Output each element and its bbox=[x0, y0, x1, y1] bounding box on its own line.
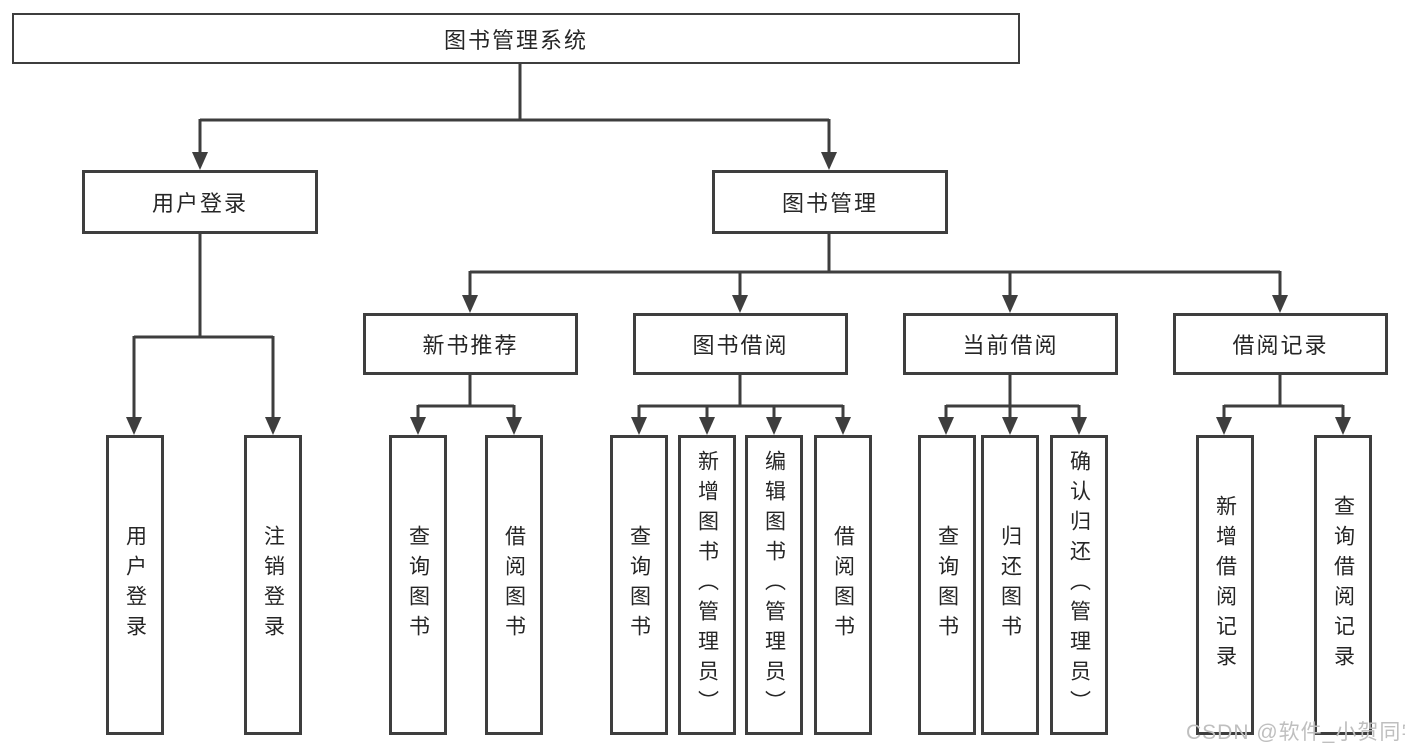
leaf-edit-books-admin: 编辑图书（管理员） bbox=[745, 435, 803, 735]
edge-user-login-to-leaves bbox=[126, 234, 281, 435]
arrowhead bbox=[410, 417, 426, 435]
arrowhead bbox=[631, 417, 647, 435]
arrowhead bbox=[766, 417, 782, 435]
node-borrow-records: 借阅记录 bbox=[1173, 313, 1388, 375]
node-root-system: 图书管理系统 bbox=[12, 13, 1020, 64]
node-current-borrow: 当前借阅 bbox=[903, 313, 1118, 375]
node-book-management: 图书管理 bbox=[712, 170, 948, 234]
leaf-query-books-newbook: 查询图书 bbox=[389, 435, 447, 735]
csdn-watermark: CSDN @软件_小贺同学 bbox=[1186, 721, 1405, 744]
arrowhead bbox=[1071, 417, 1087, 435]
arrowhead bbox=[126, 417, 142, 435]
arrowhead bbox=[192, 152, 208, 170]
edge-current-borrow-to-leaves bbox=[938, 375, 1087, 435]
arrowhead bbox=[1002, 295, 1018, 313]
arrowhead bbox=[265, 417, 281, 435]
arrowhead bbox=[506, 417, 522, 435]
leaf-query-borrow-record: 查询借阅记录 bbox=[1314, 435, 1372, 735]
leaf-add-borrow-record: 新增借阅记录 bbox=[1196, 435, 1254, 735]
arrowhead bbox=[1272, 295, 1288, 313]
node-new-book-recommend: 新书推荐 bbox=[363, 313, 578, 375]
arrowhead bbox=[732, 295, 748, 313]
leaf-user-login: 用户登录 bbox=[106, 435, 164, 735]
leaf-return-books: 归还图书 bbox=[981, 435, 1039, 735]
leaf-add-books-admin: 新增图书（管理员） bbox=[678, 435, 736, 735]
arrowhead bbox=[938, 417, 954, 435]
leaf-query-books-borrow: 查询图书 bbox=[610, 435, 668, 735]
leaf-borrow-books-newbook: 借阅图书 bbox=[485, 435, 543, 735]
arrowhead bbox=[699, 417, 715, 435]
edge-book-borrow-to-leaves bbox=[631, 375, 851, 435]
arrowhead bbox=[1335, 417, 1351, 435]
arrowhead bbox=[462, 295, 478, 313]
node-book-borrow: 图书借阅 bbox=[633, 313, 848, 375]
leaf-borrow-books: 借阅图书 bbox=[814, 435, 872, 735]
leaf-confirm-return-admin: 确认归还（管理员） bbox=[1050, 435, 1108, 735]
arrowhead bbox=[1002, 417, 1018, 435]
arrowhead bbox=[821, 152, 837, 170]
edge-root-to-level2 bbox=[192, 64, 837, 170]
node-user-login: 用户登录 bbox=[82, 170, 318, 234]
leaf-query-books-current: 查询图书 bbox=[918, 435, 976, 735]
edge-book-management-to-level3 bbox=[462, 234, 1288, 313]
leaf-logout: 注销登录 bbox=[244, 435, 302, 735]
edge-new-book-to-leaves bbox=[410, 375, 522, 435]
edge-borrow-records-to-leaves bbox=[1216, 375, 1351, 435]
arrowhead bbox=[835, 417, 851, 435]
arrowhead bbox=[1216, 417, 1232, 435]
